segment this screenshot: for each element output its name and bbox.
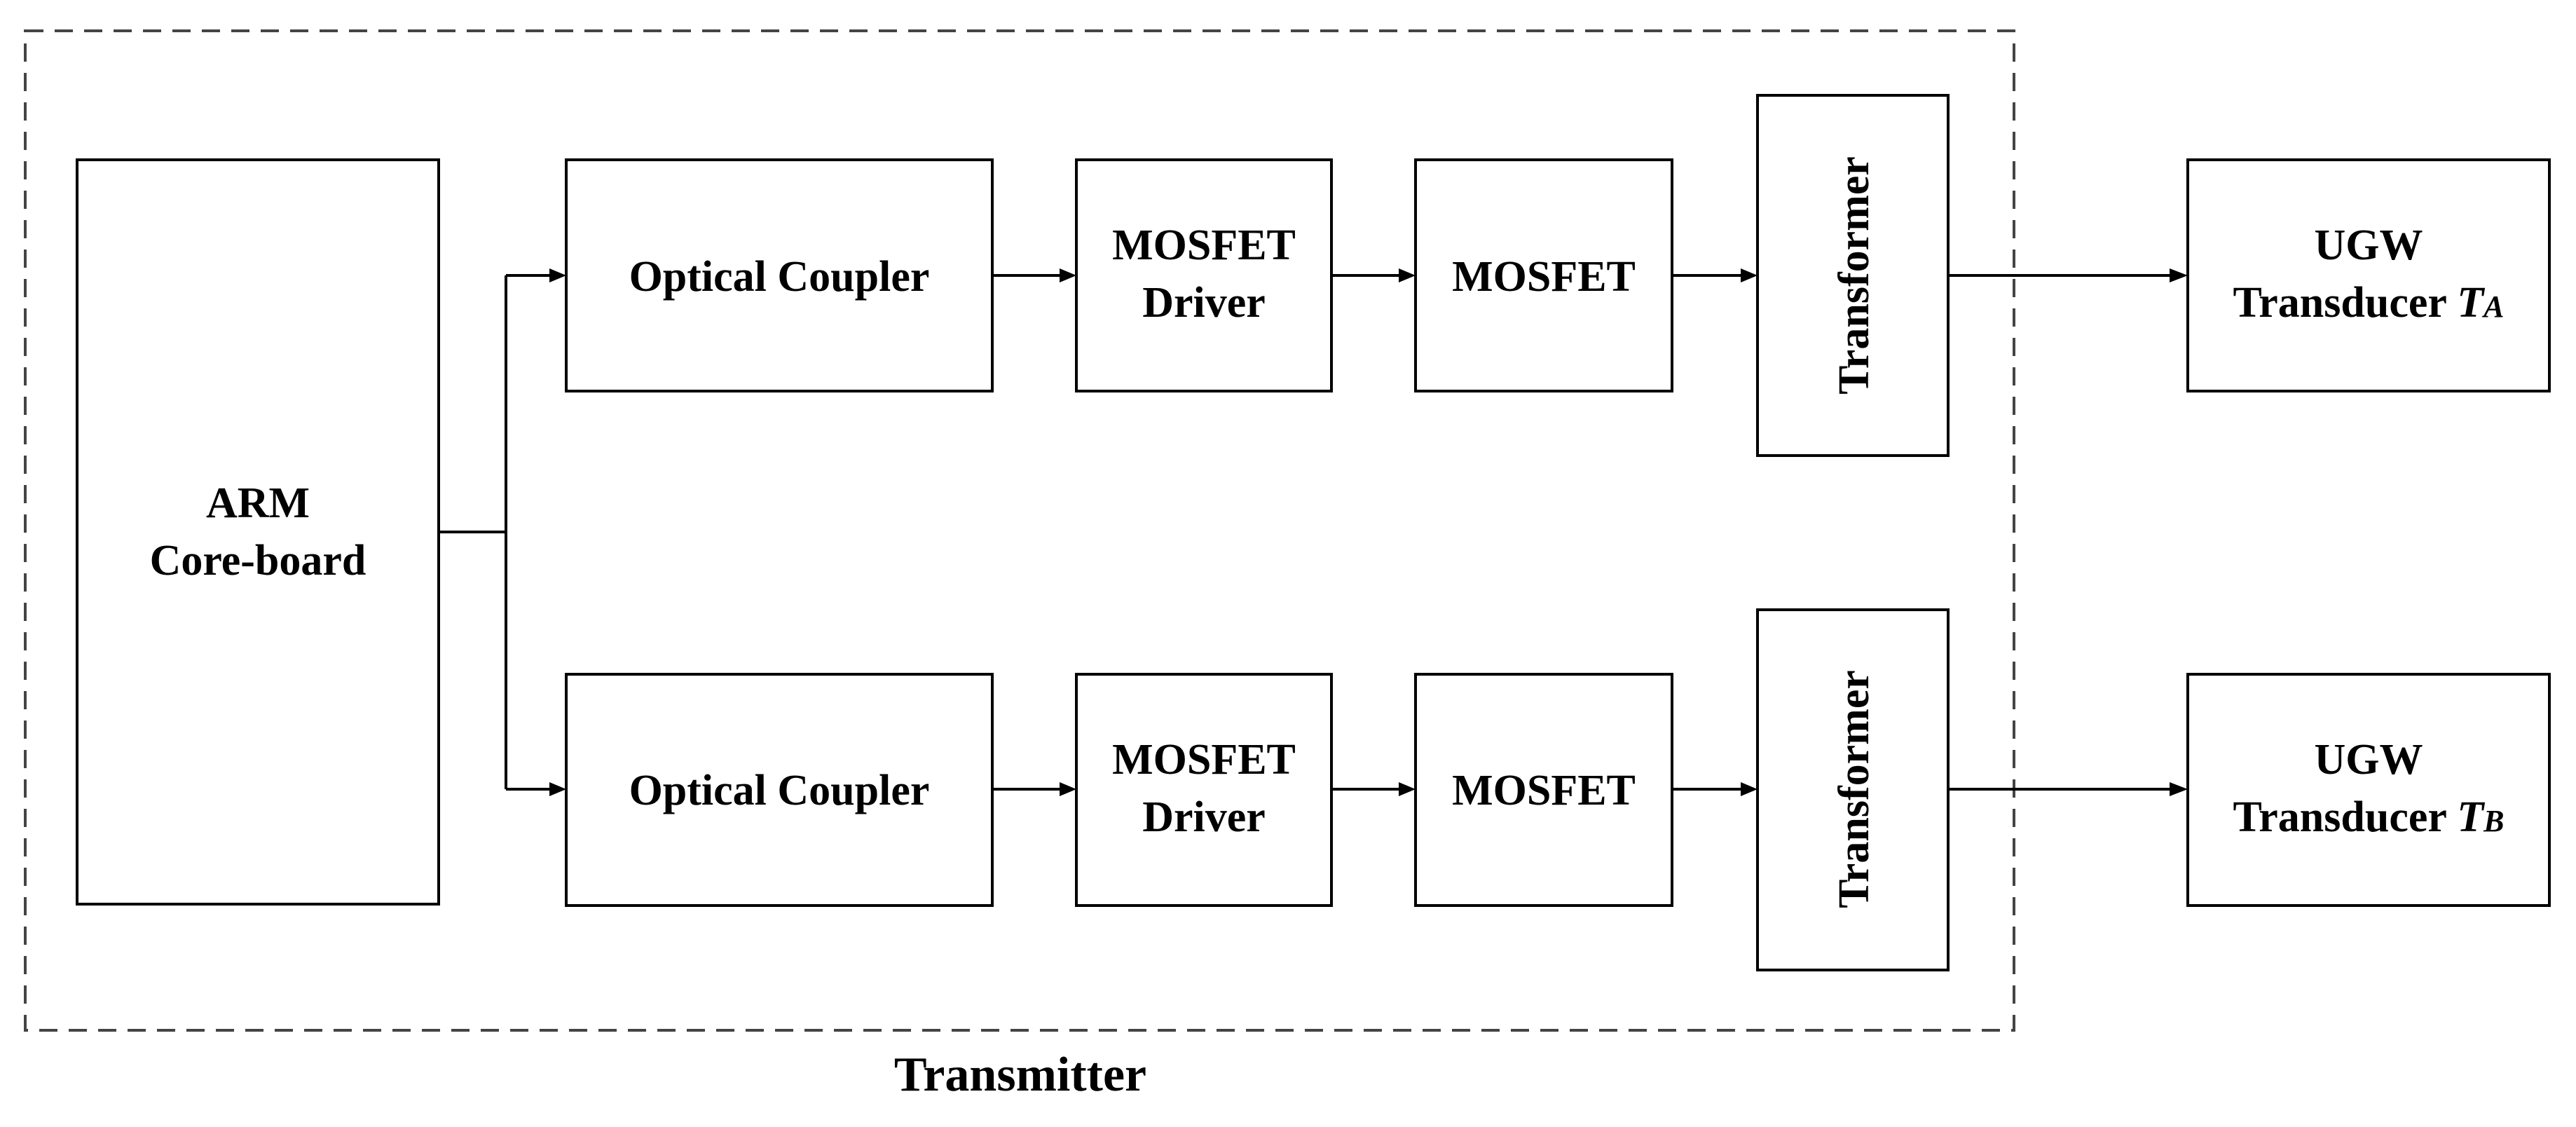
mosfet-driver-b-block — [1075, 673, 1333, 907]
arrow-to-transducer-a — [2170, 268, 2188, 282]
arrow-to-mosfet-b — [1399, 782, 1416, 796]
ugw-transducer-b-subscript: B — [2483, 804, 2504, 838]
ugw-transducer-b-label-line2: Transducer TB — [2233, 793, 2504, 841]
mosfet-driver-a-label-line2: Driver — [1142, 279, 1266, 327]
arm-label-line2: Core-board — [150, 537, 366, 585]
ugw-transducer-a-symbol: T — [2457, 279, 2485, 327]
arrow-to-coupler-b — [549, 782, 566, 796]
optical-coupler-b-label: Optical Coupler — [629, 767, 930, 814]
ugw-transducer-a-word: Transducer — [2233, 279, 2446, 327]
transformer-a-label: Transformer — [1830, 156, 1878, 395]
mosfet-b-label: MOSFET — [1452, 767, 1636, 814]
mosfet-driver-a-label-line1: MOSFET — [1112, 221, 1296, 269]
ugw-transducer-b-space — [2446, 793, 2458, 841]
mosfet-driver-a-block — [1075, 158, 1333, 392]
mosfet-a-label: MOSFET — [1452, 253, 1636, 301]
transformer-a-block — [1756, 94, 1950, 457]
mosfet-driver-b-label-line1: MOSFET — [1112, 736, 1296, 784]
mosfet-b-block — [1414, 673, 1673, 907]
arrow-to-driver-b — [1060, 782, 1076, 796]
ugw-transducer-b-label-line1: UGW — [2315, 736, 2423, 784]
ugw-transducer-b-symbol: T — [2457, 793, 2485, 841]
ugw-transducer-b-word: Transducer — [2233, 793, 2446, 841]
ugw-transducer-a-block — [2186, 158, 2551, 392]
ugw-transducer-a-subscript: A — [2481, 289, 2504, 324]
ugw-transducer-a-space — [2446, 279, 2458, 327]
transmitter-label: Transmitter — [894, 1048, 1146, 1102]
arrow-to-transformer-b — [1741, 782, 1758, 796]
optical-coupler-b-block — [565, 673, 994, 907]
ugw-transducer-a-label-line1: UGW — [2315, 221, 2423, 269]
transformer-b-block — [1756, 608, 1950, 971]
arrow-to-mosfet-a — [1399, 268, 1416, 282]
arm-core-board-block — [76, 158, 440, 906]
transmitter-boundary — [24, 29, 2015, 1032]
arrow-to-driver-a — [1060, 268, 1076, 282]
optical-coupler-a-block — [565, 158, 994, 392]
transformer-b-label: Transformer — [1830, 670, 1878, 908]
arm-label-line1: ARM — [206, 479, 310, 527]
optical-coupler-a-label: Optical Coupler — [629, 253, 930, 301]
arrow-to-transformer-a — [1741, 268, 1758, 282]
arrow-to-transducer-b — [2170, 782, 2188, 796]
arrow-to-coupler-a — [549, 268, 566, 282]
ugw-transducer-b-block — [2186, 673, 2551, 907]
mosfet-a-block — [1414, 158, 1673, 392]
mosfet-driver-b-label-line2: Driver — [1142, 793, 1266, 841]
ugw-transducer-a-label-line2: Transducer TA — [2233, 279, 2504, 327]
